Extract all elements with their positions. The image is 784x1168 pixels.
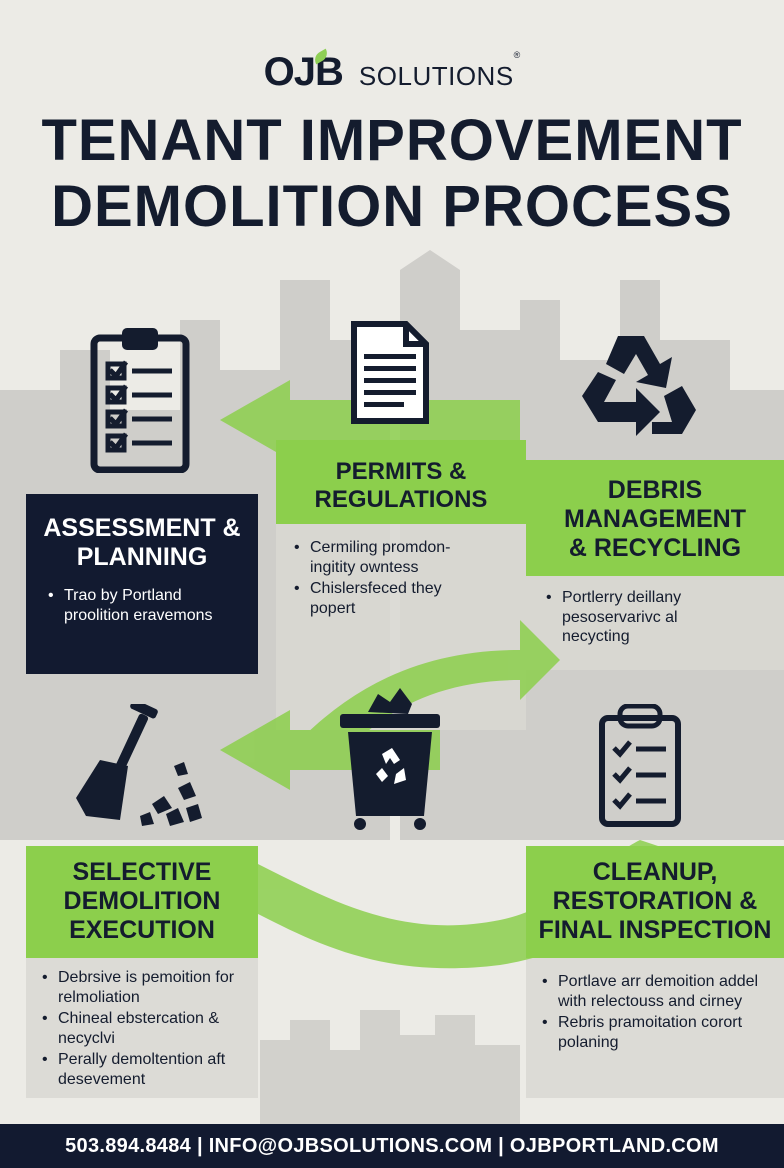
cleanup-bullets: Portlave arr demoition addel with relect… xyxy=(538,972,760,1054)
page-title-line-1: TENANT IMPROVEMENT xyxy=(41,108,743,173)
cleanup-title-line-3: FINAL INSPECTION xyxy=(538,915,772,944)
footer-separator: | xyxy=(498,1135,505,1157)
footer-separator: | xyxy=(196,1135,203,1157)
selective-title: SELECTIVE DEMOLITION EXECUTION xyxy=(26,858,258,944)
selective-title-line-3: EXECUTION xyxy=(69,915,215,944)
recycling-bin-icon xyxy=(340,688,440,830)
list-item: Rebris pramoitation corort polaning xyxy=(538,1013,760,1052)
assessment-title: ASSESSMENT & PLANNING xyxy=(26,514,258,572)
debris-title-line-3: & RECYCLING xyxy=(568,533,742,562)
contact-footer: 503.894.8484 | INFO@OJBSOLUTIONS.COM | O… xyxy=(0,1124,784,1168)
website-link[interactable]: OJBPORTLAND.COM xyxy=(509,1135,719,1157)
debris-title-block xyxy=(526,460,784,576)
assessment-title-line-1: ASSESSMENT & xyxy=(43,514,241,542)
brand-logo: OJB SOLUTIONS® xyxy=(0,48,784,95)
list-item: Portlave arr demoition addel with relect… xyxy=(538,972,760,1011)
list-item: Perally demoltention aft desevement xyxy=(38,1050,248,1089)
shovel-debris-icon xyxy=(76,704,202,826)
list-item: Chislersfeced they popert xyxy=(290,579,490,618)
selective-title-block xyxy=(26,846,258,958)
list-item: Cermiling promdon-ingitity owntess xyxy=(290,538,490,577)
selective-title-line-2: DEMOLITION xyxy=(63,886,221,915)
permits-bullets: Cermiling promdon-ingitity owntess Chisl… xyxy=(290,538,490,620)
list-item: Debrsive is pemoition for relmoliation xyxy=(38,968,248,1007)
email-link[interactable]: INFO@OJBSOLUTIONS.COM xyxy=(208,1135,493,1157)
registered-mark: ® xyxy=(513,50,521,60)
debris-title-line-2: MANAGEMENT xyxy=(564,504,746,533)
cleanup-title-line-1: CLEANUP, xyxy=(592,858,718,886)
permits-title: PERMITS & REGULATIONS xyxy=(276,458,526,513)
bottom-skyline-background xyxy=(260,1010,520,1130)
cleanup-title-line-2: RESTORATION & xyxy=(552,886,758,915)
selective-bullets: Debrsive is pemoition for relmoliation C… xyxy=(38,968,248,1091)
logo-word: SOLUTIONS xyxy=(358,61,514,91)
debris-bullets: Portlerry deillany pesoservarivc al necy… xyxy=(542,588,742,649)
phone-link[interactable]: 503.894.8484 xyxy=(65,1135,192,1157)
debris-title: DEBRIS MANAGEMENT & RECYCLING xyxy=(526,476,784,562)
assessment-bullets: Trao by Portland proolition eravemons xyxy=(44,586,244,627)
document-icon xyxy=(351,321,429,424)
list-item: Portlerry deillany pesoservarivc al necy… xyxy=(542,588,742,647)
checklist-clipboard-icon xyxy=(599,704,681,827)
cleanup-title-block xyxy=(526,846,784,958)
logo-mark: OJB xyxy=(263,50,344,94)
permits-title-block xyxy=(276,440,526,524)
list-item: Chineal ebstercation & necyclvi xyxy=(38,1009,248,1048)
permits-title-line-2: REGULATIONS xyxy=(314,485,488,513)
debris-title-line-1: DEBRIS xyxy=(607,476,703,504)
assessment-card xyxy=(26,494,258,674)
permits-title-line-1: PERMITS & xyxy=(335,458,467,485)
recycle-icon xyxy=(582,336,696,436)
assessment-title-line-2: PLANNING xyxy=(76,542,208,571)
clipboard-checklist-icon xyxy=(90,328,190,473)
list-item: Trao by Portland proolition eravemons xyxy=(44,586,244,625)
page-title-line-2: DEMOLITION PROCESS xyxy=(51,174,733,239)
cleanup-title: CLEANUP, RESTORATION & FINAL INSPECTION xyxy=(526,858,784,944)
selective-title-line-1: SELECTIVE xyxy=(72,858,212,886)
